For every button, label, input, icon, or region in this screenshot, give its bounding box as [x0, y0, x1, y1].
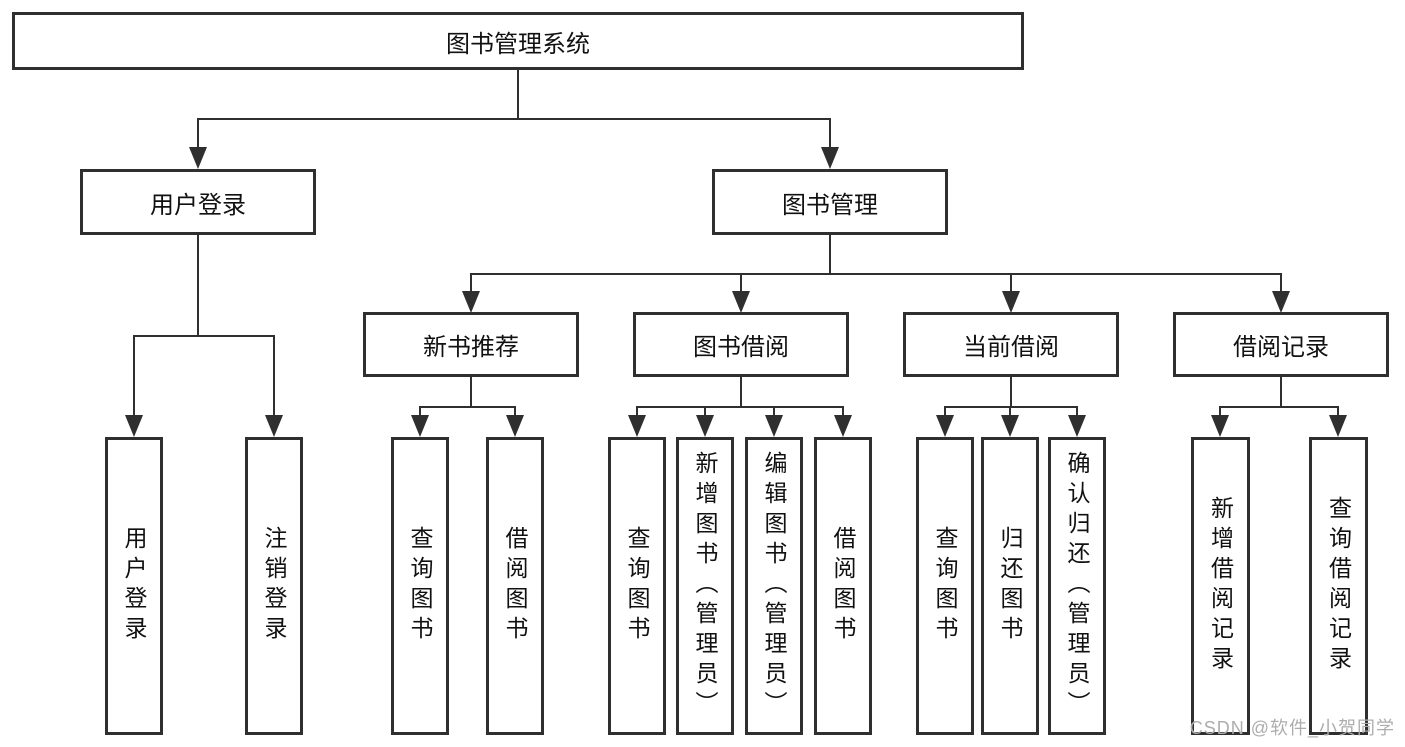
connector-line	[944, 406, 1078, 408]
arrowhead-down-icon	[1272, 291, 1290, 313]
arrowhead-down-icon	[628, 415, 646, 437]
node-book-management: 图书管理	[712, 169, 948, 235]
arrowhead-down-icon	[1002, 291, 1020, 313]
arrowhead-down-icon	[189, 147, 207, 169]
arrowhead-down-icon	[125, 415, 143, 437]
leaf-confirm-return-admin: 确认归还（管理员）	[1048, 437, 1106, 735]
connector-line	[470, 377, 472, 406]
connector-line	[273, 335, 275, 419]
node-user-login: 用户登录	[80, 169, 316, 235]
connector-line	[1010, 273, 1012, 293]
connector-line	[636, 406, 844, 408]
leaf-query-books-recommend: 查询图书	[391, 437, 449, 735]
arrowhead-down-icon	[411, 415, 429, 437]
leaf-edit-books-admin: 编辑图书（管理员）	[745, 437, 803, 735]
arrowhead-down-icon	[506, 415, 524, 437]
connector-line	[470, 273, 472, 293]
connector-line	[197, 235, 199, 335]
node-root-system: 图书管理系统	[12, 12, 1024, 70]
connector-line	[740, 377, 742, 406]
connector-line	[1010, 377, 1012, 406]
connector-line	[419, 406, 421, 418]
connector-line	[740, 273, 742, 293]
leaf-add-borrow-record: 新增借阅记录	[1191, 437, 1250, 735]
leaf-add-books-admin: 新增图书（管理员）	[676, 437, 734, 735]
leaf-borrow-books-recommend: 借阅图书	[486, 437, 544, 735]
arrowhead-down-icon	[1001, 415, 1019, 437]
connector-line	[1219, 406, 1221, 418]
connector-line	[773, 406, 775, 418]
node-new-book-recommend: 新书推荐	[363, 312, 579, 377]
arrowhead-down-icon	[1329, 415, 1347, 437]
connector-line	[1219, 406, 1339, 408]
node-current-borrow: 当前借阅	[903, 312, 1119, 377]
connector-line	[1280, 377, 1282, 406]
connector-line	[829, 118, 831, 150]
arrowhead-down-icon	[765, 415, 783, 437]
leaf-query-borrow-record: 查询借阅记录	[1309, 437, 1368, 735]
arrowhead-down-icon	[1068, 415, 1086, 437]
arrowhead-down-icon	[834, 415, 852, 437]
arrowhead-down-icon	[936, 415, 954, 437]
leaf-return-books: 归还图书	[981, 437, 1039, 735]
connector-line	[829, 235, 831, 273]
connector-line	[517, 70, 519, 118]
connector-line	[133, 335, 275, 337]
connector-line	[470, 273, 1282, 275]
connector-line	[704, 406, 706, 418]
arrowhead-down-icon	[265, 415, 283, 437]
leaf-borrow-books: 借阅图书	[814, 437, 872, 735]
leaf-query-books-borrow: 查询图书	[608, 437, 666, 735]
connector-line	[1280, 273, 1282, 293]
watermark-text: CSDN @软件_小贺同学	[1189, 718, 1395, 738]
connector-line	[133, 335, 135, 419]
connector-line	[197, 118, 199, 150]
arrowhead-down-icon	[696, 415, 714, 437]
leaf-query-books-current: 查询图书	[916, 437, 974, 735]
arrowhead-down-icon	[732, 291, 750, 313]
connector-line	[514, 406, 516, 418]
connector-line	[419, 406, 516, 408]
connector-line	[197, 118, 831, 120]
arrowhead-down-icon	[821, 147, 839, 169]
node-book-borrow: 图书借阅	[633, 312, 849, 377]
arrowhead-down-icon	[462, 291, 480, 313]
connector-line	[636, 406, 638, 418]
leaf-logout: 注销登录	[245, 437, 303, 735]
connector-line	[944, 406, 946, 418]
connector-line	[842, 406, 844, 418]
node-borrow-records: 借阅记录	[1173, 312, 1389, 377]
connector-line	[1076, 406, 1078, 418]
leaf-user-login: 用户登录	[105, 437, 163, 735]
connector-line	[1337, 406, 1339, 418]
arrowhead-down-icon	[1211, 415, 1229, 437]
connector-line	[1009, 406, 1011, 418]
